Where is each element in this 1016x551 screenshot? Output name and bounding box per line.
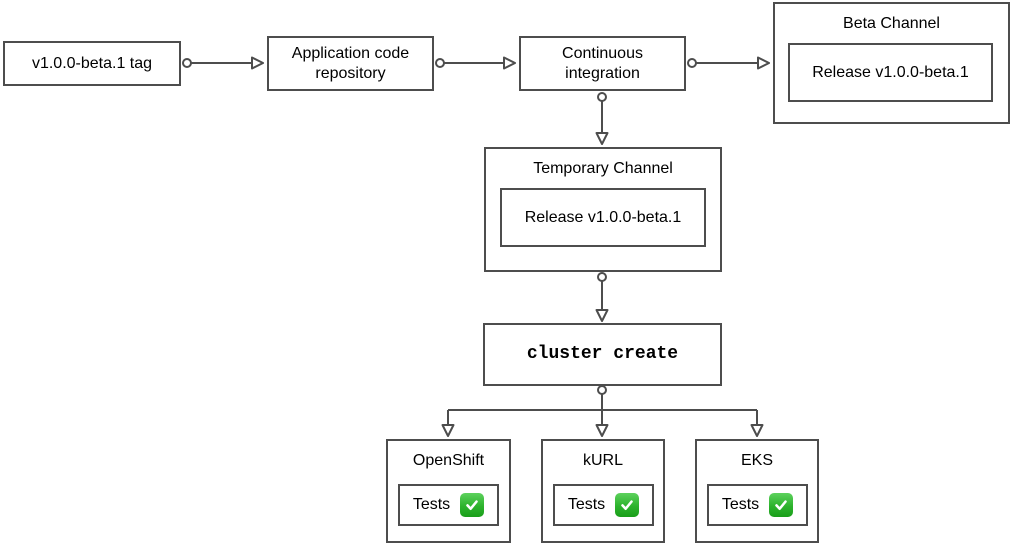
kurl-tests-label: Tests <box>567 496 606 513</box>
connector-ci-to-beta-channel <box>687 56 770 70</box>
eks-tests-box: Tests <box>707 484 808 526</box>
node-cluster-create: cluster create <box>483 323 722 386</box>
beta-channel-release-label: Release v1.0.0-beta.1 <box>812 63 969 81</box>
openshift-tests-box: Tests <box>398 484 499 526</box>
cluster-create-label: cluster create <box>526 343 679 364</box>
node-application-code-repository: Application code repository <box>267 36 434 91</box>
connector-repo-to-ci <box>435 56 516 70</box>
application-code-repository-label: Application code repository <box>291 45 410 82</box>
beta-channel-release-box: Release v1.0.0-beta.1 <box>788 43 993 102</box>
kurl-tests-box: Tests <box>553 484 654 526</box>
connector-tag-to-repo <box>182 56 264 70</box>
continuous-integration-label: Continuous integration <box>562 45 643 82</box>
connector-temporary-channel-to-cluster-create <box>595 272 609 322</box>
check-mark-icon <box>615 493 640 517</box>
beta-channel-title: Beta Channel <box>843 15 940 32</box>
temporary-channel-title: Temporary Channel <box>533 160 673 177</box>
version-tag-label: v1.0.0-beta.1 tag <box>31 54 153 72</box>
connector-cluster-create-to-clusters <box>441 385 764 437</box>
check-mark-icon <box>769 493 794 517</box>
node-kurl: kURL Tests <box>541 439 665 543</box>
node-openshift: OpenShift Tests <box>386 439 511 543</box>
openshift-title: OpenShift <box>412 452 485 469</box>
temporary-channel-release-label: Release v1.0.0-beta.1 <box>524 208 682 226</box>
node-continuous-integration: Continuous integration <box>519 36 686 91</box>
node-temporary-channel: Temporary Channel Release v1.0.0-beta.1 <box>484 147 722 272</box>
node-version-tag: v1.0.0-beta.1 tag <box>3 41 181 86</box>
kurl-title: kURL <box>582 452 623 469</box>
node-eks: EKS Tests <box>695 439 819 543</box>
eks-title: EKS <box>740 452 773 469</box>
connector-ci-to-temporary-channel <box>595 92 609 145</box>
temporary-channel-release-box: Release v1.0.0-beta.1 <box>500 188 706 247</box>
eks-tests-label: Tests <box>721 496 760 513</box>
check-mark-icon <box>460 493 485 517</box>
openshift-tests-label: Tests <box>412 496 451 513</box>
node-beta-channel: Beta Channel Release v1.0.0-beta.1 <box>773 2 1010 124</box>
